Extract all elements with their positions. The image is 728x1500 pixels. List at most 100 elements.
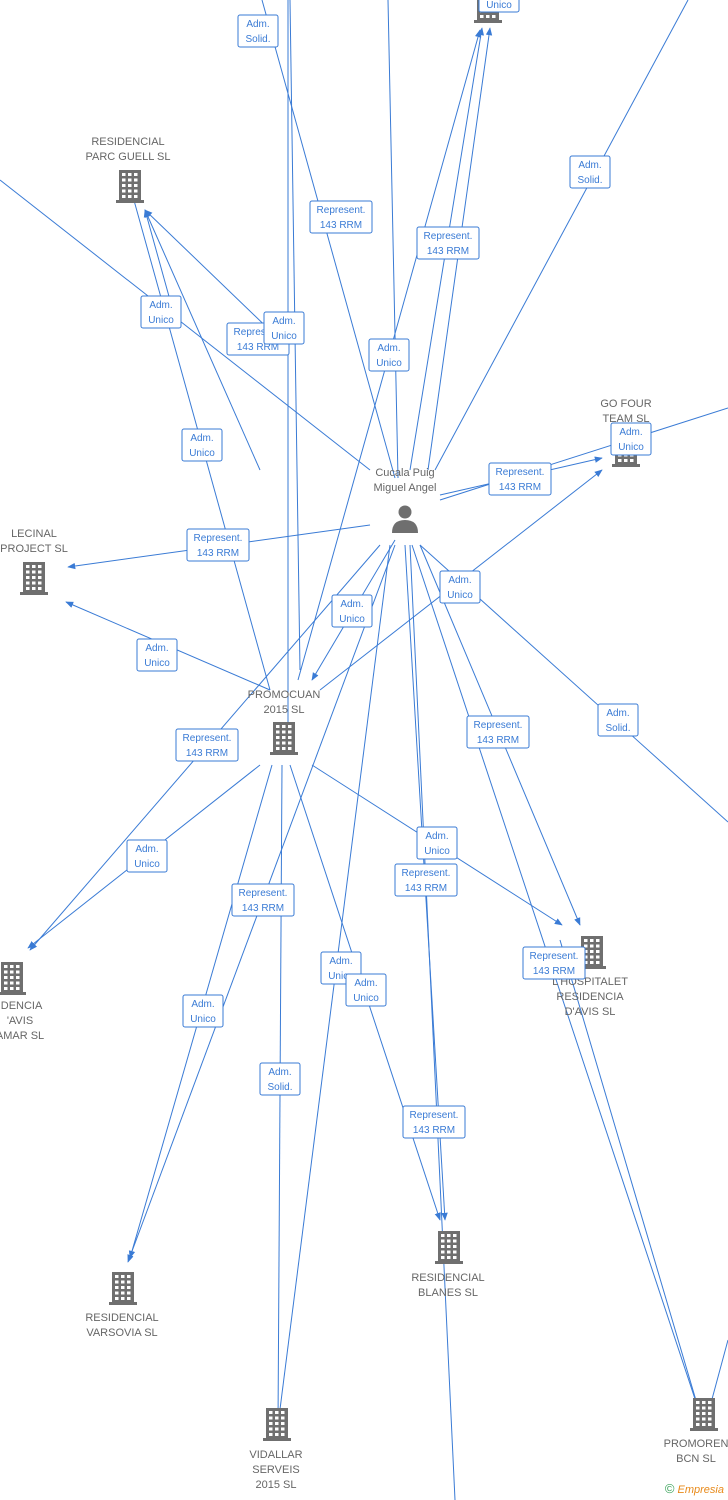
edge-label-box[interactable]: Adm.Solid. [597, 703, 639, 737]
person-icon [392, 505, 418, 533]
edge-label-text: 143 RRM [427, 246, 469, 257]
edge-label-box[interactable]: Adm. Unico [182, 994, 224, 1028]
edge-label-text: Adm. [149, 300, 172, 311]
edge-label-box[interactable]: Adm. Unico [331, 594, 373, 628]
edge-label-text: 143 RRM [499, 482, 541, 493]
edge-line [387, 0, 399, 479]
node-label: TEAM SL [602, 413, 649, 425]
brand-name: Empresia [677, 1484, 724, 1496]
edge-label-box[interactable]: Adm.Unico [610, 422, 652, 456]
edge-line [439, 407, 728, 501]
edge-label-text: 143 RRM [237, 342, 279, 353]
edge-label-box[interactable]: Adm.Unico [263, 311, 305, 345]
building-icon [0, 962, 26, 995]
edge-label-box[interactable]: Adm.Unico [439, 570, 481, 604]
building-icon [20, 562, 48, 595]
edge-label-box[interactable]: Adm. Unico [416, 826, 458, 860]
edge-label-text: Unico [424, 846, 450, 857]
edge-label-text: Adm. [354, 978, 377, 989]
node-label: VARSOVIA SL [86, 1327, 157, 1339]
edge-label-text: Unico [447, 590, 473, 601]
edge-line [261, 0, 396, 479]
edge-label-text: Adm. [340, 599, 363, 610]
edge-label-text: Represent. [402, 868, 451, 879]
node-label: SERVEIS [252, 1464, 300, 1476]
edge-label-text: Represent. [183, 733, 232, 744]
edge-label-box[interactable]: Unico [478, 0, 520, 13]
building-icon [270, 722, 298, 755]
node-label: BCN SL [676, 1453, 716, 1465]
edge-label-text: Adm. [246, 19, 269, 30]
edge-label-text: Unico [376, 358, 402, 369]
edge-label-box[interactable]: Adm.Unico [345, 973, 387, 1007]
edge-line [144, 209, 281, 341]
node-label: 2015 SL [256, 1479, 297, 1491]
copyright-icon: © [664, 1481, 675, 1496]
node-label: BLANES SL [418, 1287, 478, 1299]
edge-label-box[interactable]: Represent.143 RRM [488, 462, 552, 496]
edge-label-box[interactable]: Adm.Unico [126, 839, 168, 873]
building-icon [578, 936, 606, 969]
edge-line [409, 544, 456, 1500]
building-icon [116, 170, 144, 203]
edge-label-box[interactable]: Adm. Solid. [237, 14, 279, 48]
edge-label-text: Represent. [317, 205, 366, 216]
edge-label-box[interactable]: Represent. 143 RRM [309, 200, 373, 234]
building-icon [109, 1272, 137, 1305]
edge-label-box[interactable]: Adm.Solid. [259, 1062, 301, 1096]
edge-label-text: Adm. [425, 831, 448, 842]
edge-label-text: Adm. [268, 1067, 291, 1078]
edge-label-text: Represent. [474, 720, 523, 731]
edge-label-text: Solid. [245, 34, 270, 45]
edge-label-text: Adm. [578, 160, 601, 171]
edge-label-box[interactable]: Adm.Unico [136, 638, 178, 672]
edge-label-box[interactable]: Represent.143 RRM [394, 863, 458, 897]
node-label: GO FOUR [600, 398, 651, 410]
edge-label-text: Unico [339, 614, 365, 625]
node-label: Cucala Puig [375, 467, 434, 479]
edge-label-text: Unico [144, 658, 170, 669]
edge-label-text: 143 RRM [413, 1125, 455, 1136]
edge-label-text: Adm. [272, 316, 295, 327]
edge-label-box[interactable]: Adm.Unico [140, 295, 182, 329]
edge-label-box[interactable]: Represent.143 RRM [186, 528, 250, 562]
edge-label-box[interactable]: Represent. 143 RRM [231, 883, 295, 917]
edge-label-box[interactable]: Represent.143 RRM [402, 1105, 466, 1139]
edge-label-text: Unico [190, 1014, 216, 1025]
edge-label-box[interactable]: Represent. 143 RRM [416, 226, 480, 260]
node-label: IDENCIA [0, 1000, 43, 1012]
footer-brand[interactable]: © Empresia [665, 1481, 724, 1496]
node-label: PARC GUELL SL [86, 151, 171, 163]
edge-label-text: Solid. [577, 175, 602, 186]
edge-label-text: Adm. [329, 956, 352, 967]
edge-label-text: 143 RRM [320, 220, 362, 231]
edge-label-text: Unico [618, 442, 644, 453]
edge-label-text: Represent. [424, 231, 473, 242]
edge-line [144, 209, 261, 471]
building-icon [263, 1408, 291, 1441]
edge-label-box[interactable]: Adm.Unico [368, 338, 410, 372]
edge-label-text: Represent. [530, 951, 579, 962]
edge-label-box[interactable]: Represent.143 RRM [466, 715, 530, 749]
edge-label-text: Represent. [239, 888, 288, 899]
edge-label-text: Unico [189, 448, 215, 459]
edge-label-box[interactable]: Adm. Solid. [569, 155, 611, 189]
edge-label-text: 143 RRM [242, 903, 284, 914]
edge-label-text: Adm. [191, 999, 214, 1010]
node-label: 'AVIS [7, 1015, 33, 1027]
edge-label-box[interactable]: Represent.143 RRM [522, 946, 586, 980]
edge-label-box[interactable]: Adm.Unico [181, 428, 223, 462]
edge-label-box[interactable]: Represent.143 RRM [175, 728, 239, 762]
